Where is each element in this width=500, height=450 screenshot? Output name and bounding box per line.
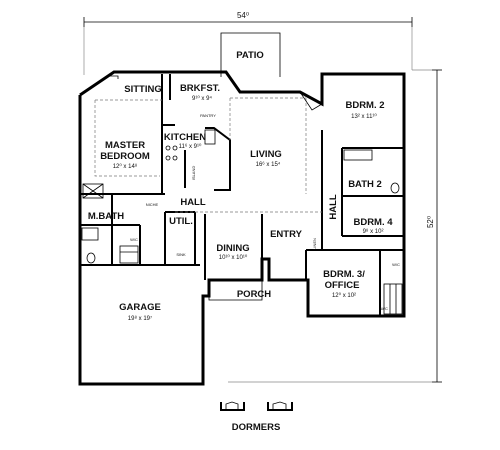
overall-width-dimension: 54⁰: [83, 11, 413, 75]
util-label: UTIL.: [169, 216, 193, 227]
bdrm2-size: 13² x 11¹⁰: [351, 113, 377, 120]
bdrm2-label: BDRM. 2: [345, 100, 384, 111]
bdrm3-size: 12⁰ x 10²: [332, 292, 356, 299]
dormers-label: DORMERS: [232, 422, 281, 433]
wc-bdrm3-label: W/C: [392, 262, 400, 267]
kitchen-label: KITCHEN: [164, 132, 206, 143]
island-label: ISLAND: [191, 166, 196, 181]
brkfst-label: BRKFST.: [180, 83, 220, 94]
living-size: 16⁶ x 15⁴: [256, 161, 281, 168]
living-label: LIVING: [250, 149, 282, 160]
ceiling-lines: [94, 97, 322, 213]
bdrm3-label-2: OFFICE: [325, 280, 360, 291]
porch: [208, 280, 263, 301]
overall-width-label: 54⁰: [237, 11, 249, 20]
brkfst-size: 9¹⁰ x 9⁴: [192, 95, 212, 102]
bdrm4-label: BDRM. 4: [353, 217, 393, 228]
entry-label: ENTRY: [270, 229, 303, 240]
porch-label: PORCH: [237, 289, 271, 300]
niche-label: NICHE: [146, 202, 159, 207]
wic-master-label: W/C: [130, 237, 138, 242]
interior-walls: [80, 74, 404, 316]
kitchen-size: 11⁶ x 9¹⁰: [179, 143, 202, 150]
linen-label: LINEN: [312, 238, 317, 250]
garage-label: GARAGE: [119, 302, 161, 313]
pantry-label: PANTRY: [200, 113, 216, 118]
wic-bdrm3-label: W/C: [380, 306, 388, 311]
overall-depth-label: 52⁰: [426, 216, 435, 228]
patio: PATIO: [220, 32, 281, 77]
sitting-label: SITTING: [124, 84, 161, 95]
sink-label: SINK: [176, 252, 186, 257]
garage-size: 19⁸ x 19⁷: [128, 315, 152, 322]
master-bedroom-label-2: BEDROOM: [100, 151, 150, 162]
mbath-label: M.BATH: [88, 211, 124, 222]
bdrm4-size: 9⁸ x 10²: [363, 228, 384, 235]
bath2-label: BATH 2: [348, 179, 382, 190]
dining-label: DINING: [216, 243, 249, 254]
hall-main-label: HALL: [180, 197, 206, 208]
patio-label: PATIO: [236, 50, 264, 61]
hall-side-label: HALL: [328, 194, 339, 220]
dining-size: 10¹⁰ x 10¹⁰: [219, 254, 248, 261]
exterior-walls: [78, 70, 406, 386]
master-bedroom-label-1: MASTER: [105, 140, 145, 151]
dormers: DORMERS: [220, 401, 293, 433]
overall-depth-dimension: 52⁰: [228, 69, 442, 383]
master-bedroom-size: 12⁰ x 14⁸: [113, 163, 138, 170]
fixtures: [81, 91, 403, 315]
bdrm3-label-1: BDRM. 3/: [323, 269, 365, 280]
